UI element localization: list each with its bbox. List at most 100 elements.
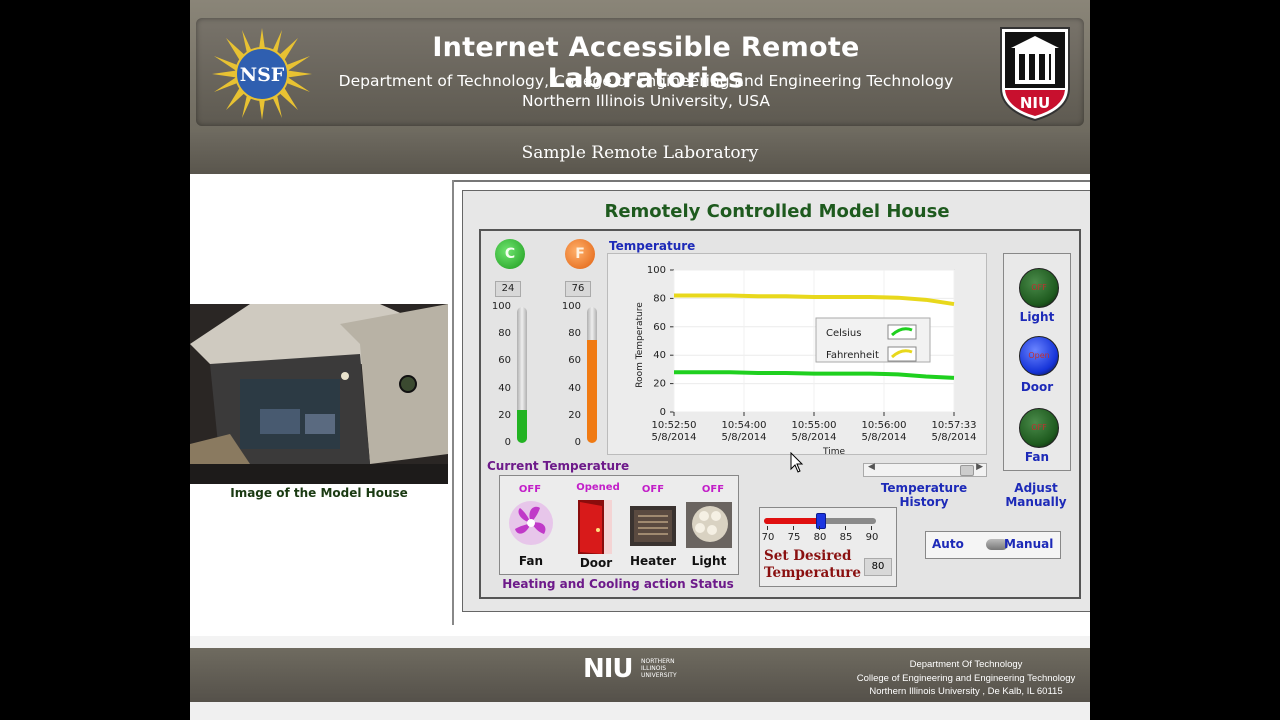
current-temperature-label: Current Temperature	[487, 459, 630, 473]
slider-tick-mark	[793, 526, 794, 530]
mode-toggle-switch[interactable]	[986, 539, 1008, 550]
control-panel: Remotely Controlled Model House C 24 F 7…	[462, 190, 1090, 612]
slider-tick-label: 80	[813, 532, 827, 543]
fahrenheit-scale-tick: 80	[568, 328, 581, 340]
set-temperature-value[interactable]: 80	[864, 558, 892, 576]
celsius-scale-tick: 40	[498, 382, 511, 394]
scroll-thumb[interactable]	[960, 465, 974, 476]
manual-mode-label[interactable]: Manual	[1004, 537, 1054, 551]
device-led-text: OFF	[1031, 423, 1047, 432]
legend-swatch-line	[890, 327, 913, 337]
chart-title: Temperature	[609, 239, 696, 253]
footer-line-2: College of Engineering and Engineering T…	[856, 672, 1076, 684]
fahrenheit-thermometer-fill	[587, 339, 597, 443]
celsius-scale-tick: 20	[498, 409, 511, 421]
device-led-text: OFF	[1031, 283, 1047, 292]
temperature-slider-thumb[interactable]	[816, 513, 826, 529]
legend-swatch-box	[887, 324, 917, 340]
fan-status-label: Fan	[518, 554, 544, 568]
x-tick-time: 10:55:00	[792, 420, 837, 431]
fahrenheit-scale-tick: 0	[574, 437, 581, 448]
panel-frame	[454, 180, 1090, 627]
door-status-label: Door	[579, 556, 613, 570]
x-tick-time: 10:52:50	[652, 420, 697, 431]
celsius-scale-tick: 0	[504, 437, 511, 448]
x-tick-time: 10:54:00	[722, 420, 767, 431]
celsius-value: 24	[495, 281, 521, 297]
site-title: Internet Accessible Remote Laboratories	[432, 32, 860, 94]
y-tick-label: 80	[653, 293, 666, 304]
door-status-state: Opened	[576, 482, 620, 493]
light-toggle-button[interactable]: OFF	[1019, 268, 1059, 308]
history-scrollbar[interactable]: ◀ ▶	[863, 462, 987, 477]
light-icon	[686, 502, 732, 548]
adjust-manually-label-2: Manually	[1005, 495, 1067, 509]
heating-cooling-label: Heating and Cooling action Status	[502, 577, 734, 591]
slider-tick-mark	[871, 526, 872, 530]
celsius-indicator: C	[495, 239, 525, 269]
light-status-state: OFF	[701, 484, 725, 495]
temperature-slider-fill	[764, 518, 820, 524]
header-banner: NSF Internet Accessible Remote Laborator…	[196, 18, 1084, 126]
footer-line-3: Northern Illinois University , De Kalb, …	[869, 686, 1063, 697]
scroll-left-icon[interactable]: ◀	[868, 462, 875, 472]
x-tick-date: 5/8/2014	[652, 432, 697, 443]
footer: NIU NORTHERN ILLINOIS UNIVERSITY Departm…	[190, 648, 1090, 702]
camera-caption: Image of the Model House	[230, 486, 408, 500]
light-toggle-label: Light	[1019, 310, 1055, 324]
temperature-slider-track[interactable]	[764, 513, 876, 529]
heater-status-state: OFF	[641, 484, 665, 495]
temperature-chart-svg: 10080604020010:52:505/8/201410:54:005/8/…	[635, 265, 976, 457]
slider-tick-label: 85	[839, 532, 853, 543]
y-tick-label: 20	[653, 379, 666, 390]
celsius-scale-tick: 100	[491, 301, 511, 312]
device-led-text: Open	[1028, 351, 1050, 360]
sub-header: Sample Remote Laboratory	[190, 132, 1090, 174]
auto-mode-label[interactable]: Auto	[932, 537, 964, 551]
nsf-logo: NSF	[212, 28, 312, 120]
fan-toggle-label: Fan	[1024, 450, 1050, 464]
legend-label: Celsius	[826, 328, 861, 339]
set-temperature-label-line2: Temperature	[764, 565, 862, 581]
series-line-fahrenheit	[674, 293, 955, 307]
celsius-thermometer-fill	[517, 410, 527, 443]
footer-address: Department Of Technology College of Engi…	[846, 658, 1086, 699]
set-temperature-label-line1: Set Desired	[764, 548, 852, 564]
adjust-manually-label-1: Adjust	[1014, 481, 1058, 495]
slider-tick-mark	[845, 526, 846, 530]
fahrenheit-indicator: F	[565, 239, 595, 269]
niu-shield-logo: NIU	[1000, 27, 1070, 122]
mouse-cursor-icon	[790, 452, 804, 473]
manual-device-controls: OFF Light Open Door OFF Fan	[1003, 253, 1071, 471]
fahrenheit-scale-tick: 20	[568, 409, 581, 421]
fahrenheit-scale-tick: 60	[568, 355, 581, 367]
series-line-celsius	[674, 370, 955, 380]
site-subtitle-department: Department of Technology, College of Eng…	[338, 72, 954, 90]
panel-title: Remotely Controlled Model House	[604, 201, 950, 222]
legend-swatch-line	[890, 349, 913, 359]
footer-niu-logo: NIU	[583, 654, 634, 684]
door-toggle-button[interactable]: Open	[1019, 336, 1059, 376]
celsius-thermometer	[517, 307, 527, 443]
mode-switch: Auto Manual	[925, 531, 1061, 559]
fan-toggle-button[interactable]: OFF	[1019, 408, 1059, 448]
fahrenheit-scale-tick: 100	[561, 301, 581, 312]
celsius-scale-tick: 80	[498, 328, 511, 340]
heater-icon	[630, 506, 676, 546]
slider-tick-mark	[819, 526, 820, 530]
slider-tick-label: 70	[761, 532, 775, 543]
temperature-history-label: Temperature History	[880, 481, 968, 509]
slider-tick-label: 75	[787, 532, 801, 543]
heating-cooling-status: OFF Fan Opened	[499, 475, 739, 575]
footer-gap	[190, 636, 1090, 648]
y-tick-label: 40	[653, 350, 666, 361]
legend-label: Fahrenheit	[826, 350, 879, 361]
svg-text:NSF: NSF	[240, 64, 285, 86]
scroll-right-icon[interactable]: ▶	[976, 462, 983, 472]
footer-niu-small-1: NORTHERN	[641, 658, 675, 665]
footer-niu-small-text: NORTHERN ILLINOIS UNIVERSITY	[641, 658, 677, 679]
site-subtitle-university: Northern Illinois University, USA	[522, 92, 770, 110]
